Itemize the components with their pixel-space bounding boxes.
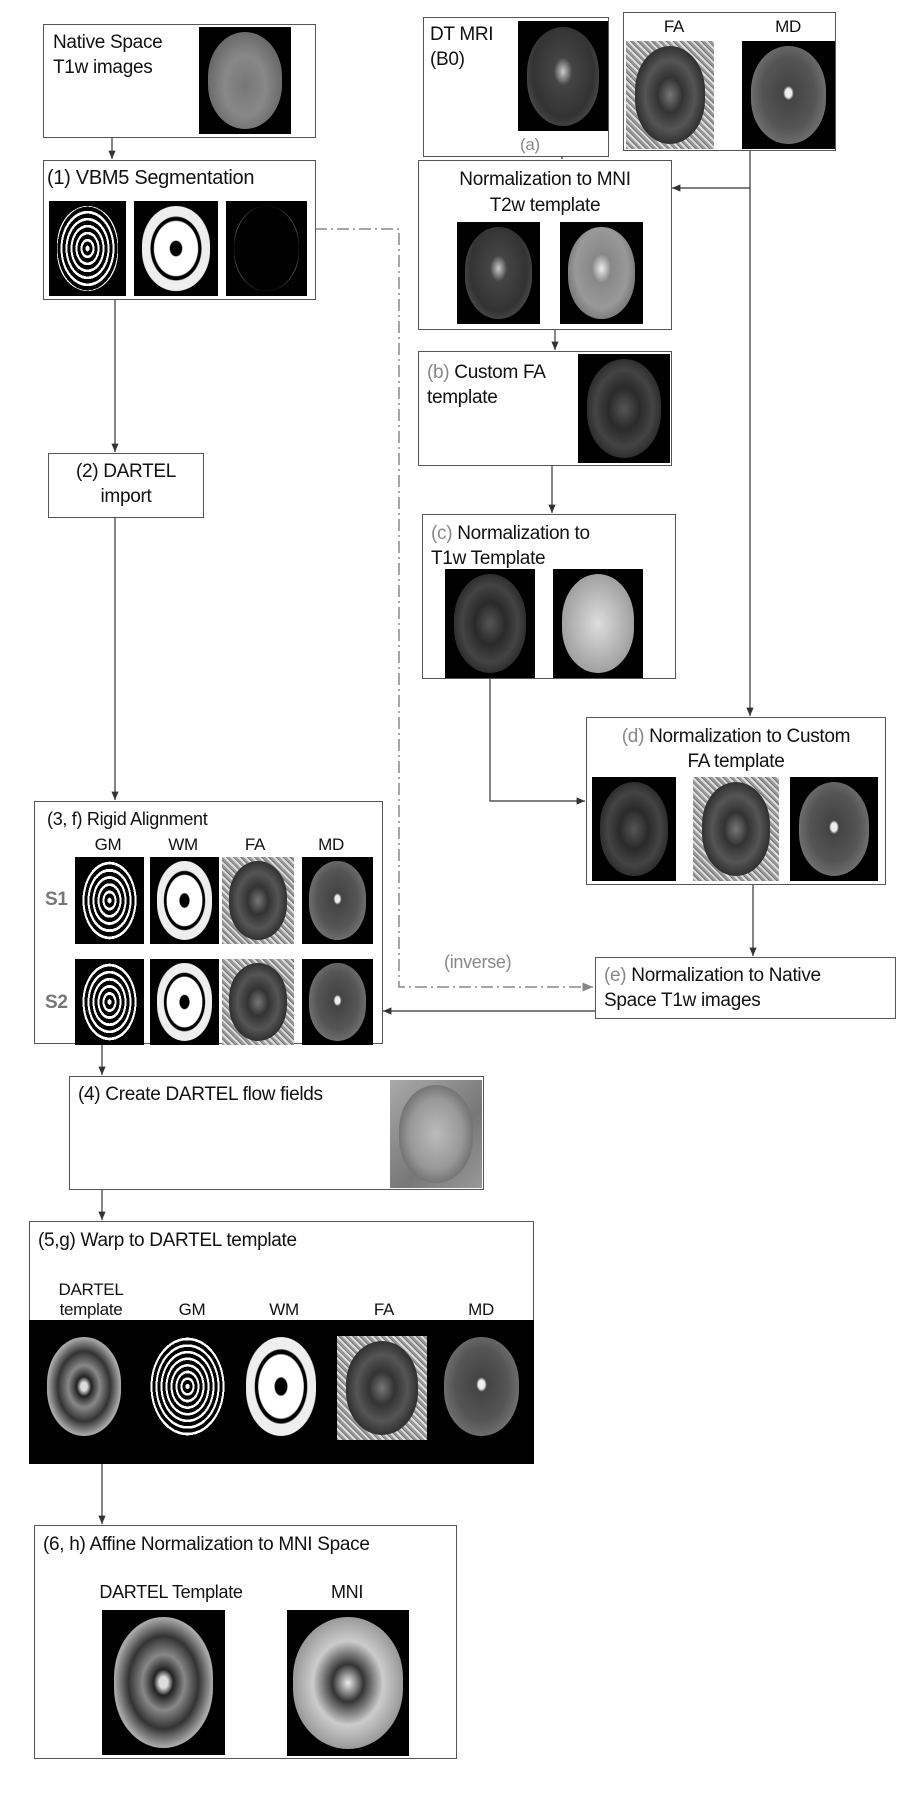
warped-gm-image bbox=[141, 1331, 234, 1442]
col-dartel: DARTEL bbox=[58, 1280, 124, 1299]
norm-t1w-line1: (c) Normalization to bbox=[431, 521, 590, 546]
rigid-alignment-box: (3, f) Rigid Alignment GM WM FA MD S1 S2 bbox=[34, 801, 383, 1045]
norm-native-line1: (e) Normalization to Native bbox=[604, 963, 821, 988]
warped-md-image bbox=[435, 1331, 528, 1442]
b0-normalized-image bbox=[457, 222, 540, 324]
col-wm: WM bbox=[168, 835, 198, 854]
s2-fa-image bbox=[222, 959, 294, 1045]
t1w-template-image bbox=[553, 569, 643, 678]
norm-native-text: Normalization to Native bbox=[626, 965, 821, 986]
dashdot-inverse-path bbox=[315, 228, 593, 992]
wm-segment-image bbox=[134, 201, 218, 296]
inverse-label: (inverse) bbox=[444, 952, 512, 972]
norm-mni-line2: T2w template bbox=[489, 195, 601, 216]
norm-custom-fa-box: (d) Normalization to Custom FA template bbox=[586, 717, 886, 885]
warped-fa-image bbox=[337, 1336, 427, 1440]
dartel-import-line2: import bbox=[100, 486, 152, 507]
step-b-label: (b) bbox=[427, 362, 450, 383]
row-s1: S1 bbox=[45, 889, 68, 910]
dartel-import-line1: (2) DARTEL bbox=[75, 461, 177, 482]
s1-fa-image bbox=[222, 857, 294, 944]
dartel-template-image bbox=[38, 1331, 130, 1442]
vbm5-segmentation-box: (1) VBM5 Segmentation bbox=[43, 160, 316, 300]
custom-fa-line2: template bbox=[427, 387, 498, 408]
norm-custom-line2: FA template bbox=[687, 751, 785, 772]
affine-title: (6, h) Affine Normalization to MNI Space bbox=[43, 1534, 370, 1555]
custom-fa-line1: (b) Custom FA bbox=[427, 360, 546, 385]
md-label: MD bbox=[775, 17, 801, 36]
col-gm: GM bbox=[178, 1300, 206, 1319]
fa-label: FA bbox=[663, 17, 685, 36]
fa-normalized-image bbox=[693, 777, 779, 881]
custom-fa-template-image bbox=[578, 354, 670, 463]
step-a-label: (a) bbox=[520, 135, 540, 154]
md-brain-image bbox=[742, 41, 835, 149]
norm-t1w-text: Normalization to bbox=[452, 523, 590, 544]
row-s2: S2 bbox=[45, 992, 68, 1013]
vbm5-title: (1) VBM5 Segmentation bbox=[47, 167, 255, 189]
warp-title: (5,g) Warp to DARTEL template bbox=[38, 1230, 297, 1251]
flow-field-image bbox=[390, 1080, 482, 1188]
col-md: MD bbox=[318, 835, 344, 854]
warp-image-strip bbox=[29, 1320, 534, 1464]
arrow-t1w-to-custom-norm bbox=[489, 678, 585, 805]
col-fa: FA bbox=[244, 835, 266, 854]
s2-wm-image bbox=[150, 959, 219, 1045]
native-space-box: Native Space T1w images bbox=[43, 24, 316, 138]
affine-dartel-template-image bbox=[102, 1610, 225, 1755]
fa-md-box: FA MD bbox=[623, 12, 836, 151]
s1-gm-image bbox=[75, 857, 144, 944]
csf-segment-image bbox=[226, 201, 307, 296]
dtmri-line1: DT MRI bbox=[430, 24, 494, 45]
step-e-label: (e) bbox=[604, 965, 627, 986]
dartel-import-box: (2) DARTEL import bbox=[48, 453, 204, 518]
mni-label: MNI bbox=[330, 1582, 364, 1602]
dartel-template-label: DARTEL Template bbox=[99, 1582, 243, 1602]
flow-fields-box: (4) Create DARTEL flow fields bbox=[69, 1076, 484, 1190]
custom-fa-text: Custom FA bbox=[449, 362, 546, 383]
dtmri-line2: (B0) bbox=[430, 49, 465, 70]
col-fa: FA bbox=[373, 1300, 395, 1319]
dtmri-box: DT MRI (B0) (a) bbox=[423, 17, 609, 157]
rigid-title: (3, f) Rigid Alignment bbox=[47, 809, 208, 829]
step-d-label: (d) bbox=[621, 726, 645, 747]
t1w-brain-image bbox=[199, 27, 291, 134]
md-normalized-image bbox=[790, 777, 878, 881]
s2-md-image bbox=[302, 959, 373, 1045]
norm-native-line2: Space T1w images bbox=[604, 990, 761, 1011]
norm-custom-text: Normalization to Custom bbox=[644, 726, 851, 747]
mni-t2w-template-image bbox=[560, 222, 643, 324]
native-space-line1: Native Space bbox=[53, 32, 163, 53]
step-c-label: (c) bbox=[431, 523, 453, 544]
col-wm: WM bbox=[269, 1300, 299, 1319]
b0-brain-image bbox=[518, 21, 608, 131]
native-space-line2: T1w images bbox=[53, 57, 153, 78]
fa-brain-image bbox=[626, 41, 714, 149]
col-md: MD bbox=[468, 1300, 494, 1319]
norm-native-box: (e) Normalization to Native Space T1w im… bbox=[595, 957, 896, 1019]
norm-mni-box: Normalization to MNI T2w template bbox=[418, 160, 672, 330]
s1-md-image bbox=[302, 857, 373, 944]
warped-wm-image bbox=[237, 1331, 325, 1442]
custom-fa-template-box: (b) Custom FA template bbox=[418, 351, 672, 466]
col-template: template bbox=[59, 1300, 123, 1319]
mni-template-image bbox=[287, 1610, 409, 1756]
col-gm: GM bbox=[94, 835, 122, 854]
flow-title: (4) Create DARTEL flow fields bbox=[78, 1084, 323, 1105]
fa-template-normalized-image bbox=[445, 569, 535, 678]
norm-mni-line1: Normalization to MNI bbox=[459, 169, 631, 190]
gm-segment-image bbox=[49, 201, 126, 296]
norm-t1w-box: (c) Normalization to T1w Template bbox=[422, 514, 676, 679]
s1-wm-image bbox=[150, 857, 219, 944]
affine-normalization-box: (6, h) Affine Normalization to MNI Space… bbox=[34, 1525, 457, 1759]
norm-custom-line1: (d) Normalization to Custom bbox=[587, 724, 885, 749]
custom-fa-image bbox=[592, 777, 676, 881]
warp-dartel-box: (5,g) Warp to DARTEL template DARTEL tem… bbox=[29, 1221, 534, 1464]
norm-t1w-line2: T1w Template bbox=[431, 548, 546, 569]
s2-gm-image bbox=[75, 959, 144, 1045]
